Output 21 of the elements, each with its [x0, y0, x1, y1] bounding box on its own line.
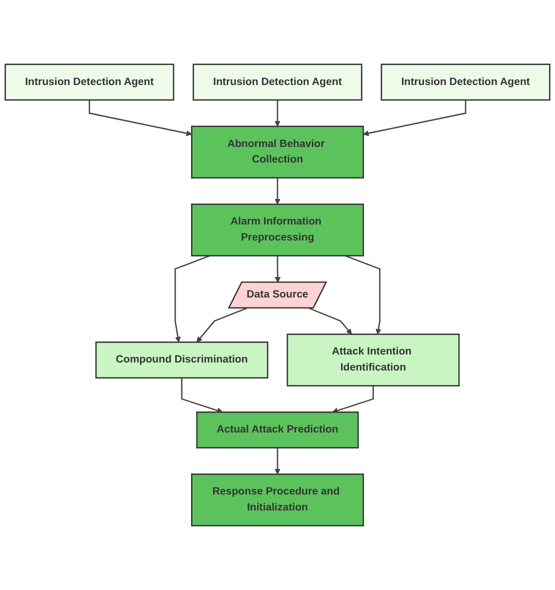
arrow	[196, 308, 247, 342]
node-box: Intrusion Detection Agent	[4, 64, 174, 101]
arrow	[332, 386, 374, 414]
node-box: Response Procedure and Initialization	[191, 474, 364, 526]
arrow	[363, 100, 466, 136]
arrow	[88, 100, 192, 136]
arrow	[344, 255, 382, 335]
arrow	[174, 255, 210, 342]
arrow	[274, 178, 280, 205]
arrow	[308, 308, 352, 335]
node-box: Actual Attack Prediction	[196, 411, 359, 448]
node-box: Abnormal Behavior Collection	[191, 126, 364, 178]
arrow	[274, 448, 280, 474]
arrow	[274, 256, 281, 283]
node-box: Alarm Information Preprocessing	[191, 204, 364, 256]
node-box: Intrusion Detection Agent	[192, 64, 362, 101]
node-box: Compound Discrimination	[95, 342, 268, 378]
arrow	[274, 100, 280, 127]
arrow	[181, 378, 223, 414]
node-box: Intrusion Detection Agent	[380, 64, 550, 101]
node-box: Attack Intention Identification	[286, 334, 460, 386]
